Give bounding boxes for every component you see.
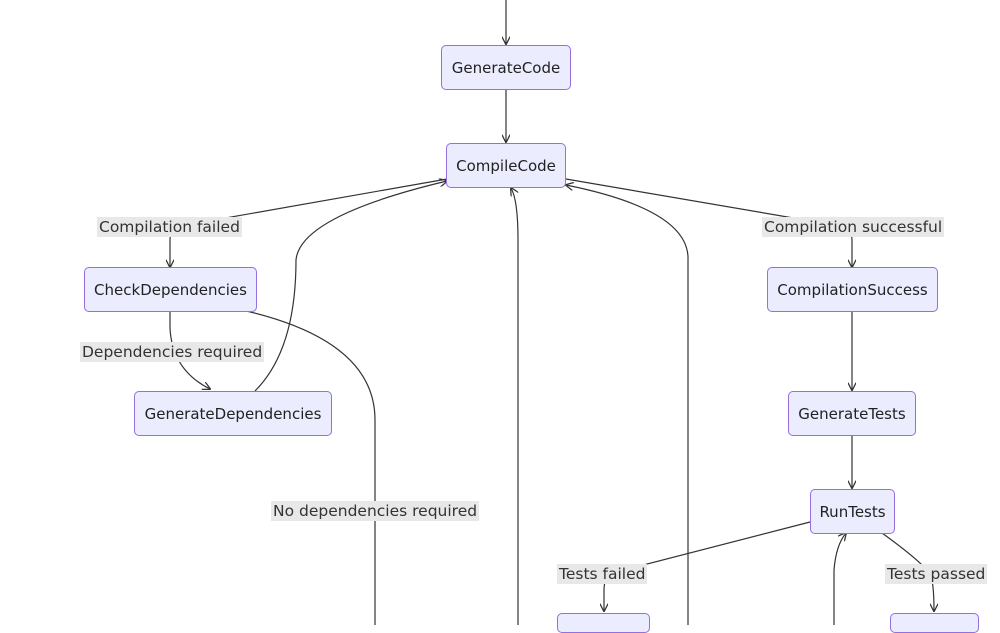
node-compilation-success[interactable]: CompilationSuccess — [767, 267, 938, 312]
label-tests-passed: Tests passed — [885, 564, 988, 584]
node-check-dependencies[interactable]: CheckDependencies — [84, 267, 257, 312]
node-generate-tests[interactable]: GenerateTests — [788, 391, 916, 436]
node-offscreen-left[interactable] — [557, 613, 650, 633]
label-compilation-successful: Compilation successful — [762, 217, 945, 237]
edge-generate-dependencies-to-compile-code — [254, 181, 447, 392]
label-compilation-failed: Compilation failed — [97, 217, 242, 237]
node-offscreen-right[interactable] — [890, 613, 979, 633]
node-compile-code[interactable]: CompileCode — [446, 143, 566, 188]
edge-check-to-no-dependencies — [241, 309, 376, 625]
node-generate-code[interactable]: GenerateCode — [441, 45, 571, 90]
edge-return-to-compile-code-left — [511, 188, 519, 625]
edge-return-to-compile-code-right — [566, 185, 689, 625]
label-dependencies-required: Dependencies required — [80, 342, 265, 362]
node-run-tests[interactable]: RunTests — [810, 489, 895, 534]
edge-loop-to-run-tests — [833, 533, 846, 625]
node-generate-dependencies[interactable]: GenerateDependencies — [134, 391, 332, 436]
label-no-dependencies-required: No dependencies required — [271, 501, 480, 521]
label-tests-failed: Tests failed — [557, 564, 648, 584]
